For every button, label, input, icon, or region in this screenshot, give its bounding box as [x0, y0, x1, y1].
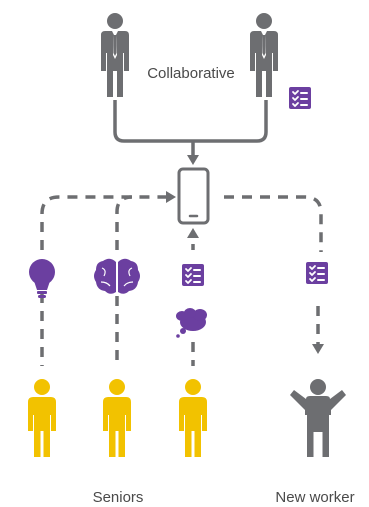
checklist-icon-top — [288, 86, 312, 110]
senior-1-connector — [40, 195, 168, 250]
seniors-label: Seniors — [93, 489, 144, 506]
senior-person-icon-3 — [179, 379, 207, 457]
senior-person-icon-1 — [28, 379, 56, 457]
collaborative-label: Collaborative — [147, 65, 235, 82]
checklist-icon-senior — [181, 263, 205, 287]
checklist-icon-new-worker — [305, 261, 329, 285]
senior-2-connector — [115, 195, 133, 250]
phone-to-new-worker-connector — [224, 195, 323, 252]
collaboration-connector — [113, 100, 268, 157]
arrow-left-into-phone — [166, 191, 176, 203]
executive-right-icon — [250, 13, 278, 97]
executive-left-icon — [101, 13, 129, 97]
thought-bubble-icon — [176, 308, 207, 338]
senior-person-icon-2 — [103, 379, 131, 457]
arrow-to-new-worker — [312, 344, 324, 354]
lightbulb-icon — [29, 259, 55, 298]
arrow-into-phone — [187, 155, 199, 165]
smartphone-icon — [177, 167, 210, 225]
brain-icon — [94, 258, 140, 294]
confused-person-icon — [290, 379, 346, 457]
new-worker-label: New worker — [275, 489, 354, 506]
dashed-connectors — [40, 195, 323, 366]
arrow-up-into-phone — [187, 228, 199, 238]
